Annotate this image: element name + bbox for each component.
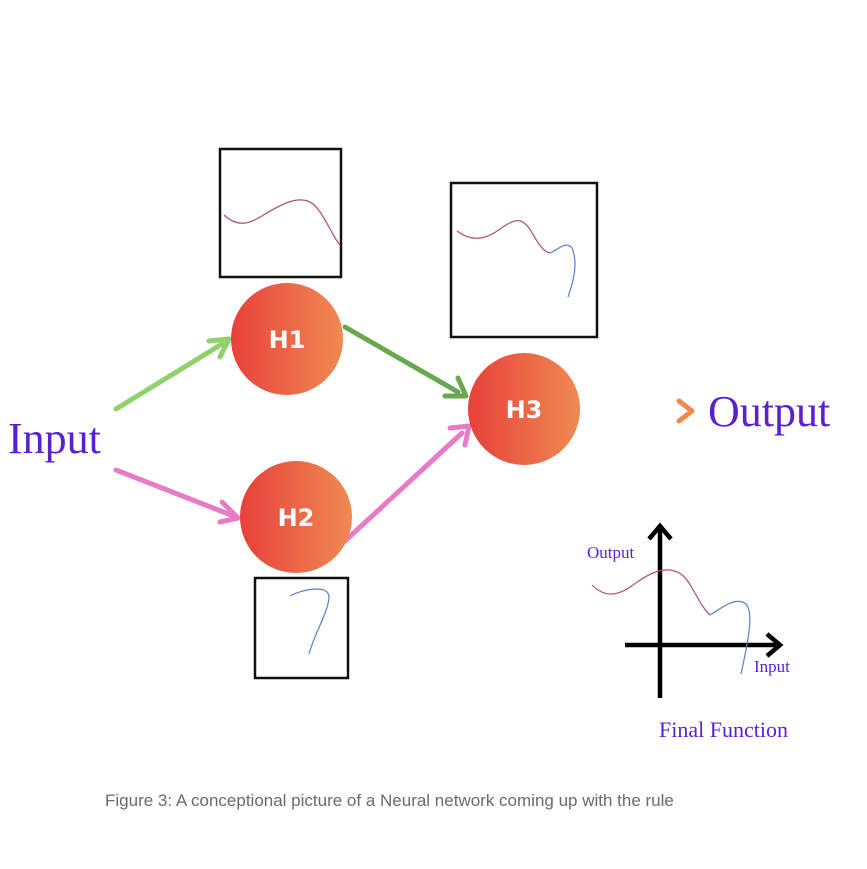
h1-curve — [223, 199, 341, 246]
h3-curve-red — [456, 220, 551, 254]
h3-curve-blue — [549, 244, 576, 298]
arrow-h2-to-h3 — [342, 423, 472, 544]
final-curve-blue — [709, 600, 751, 675]
h2-curve — [289, 588, 330, 655]
h3-function-box — [449, 181, 599, 339]
output-label: Output — [708, 387, 830, 436]
final-y-axis-label: Output — [587, 543, 635, 562]
h1-function-box — [218, 147, 343, 279]
node-h2-label: H2 — [278, 504, 315, 532]
x-axis-arrowhead — [765, 632, 784, 658]
final-function-title: Final Function — [659, 717, 788, 742]
final-curve-red — [591, 569, 711, 616]
node-h1: H1 — [231, 283, 343, 395]
final-function-plot: Output Input Final Function — [587, 522, 790, 742]
arrow-h3-to-output — [575, 398, 695, 424]
arrow-h1-to-h3 — [342, 324, 469, 399]
final-x-axis-label: Input — [754, 657, 790, 676]
h2-function-box — [253, 576, 350, 680]
node-h1-label: H1 — [269, 326, 306, 354]
y-axis-arrowhead — [647, 522, 673, 541]
node-h3-label: H3 — [506, 396, 543, 424]
node-h3: H3 — [468, 353, 580, 465]
figure-caption: Figure 3: A conceptional picture of a Ne… — [105, 791, 674, 810]
node-h2: H2 — [240, 461, 352, 573]
arrow-input-to-h1 — [113, 336, 232, 412]
arrow-input-to-h2 — [113, 467, 241, 525]
input-label: Input — [8, 414, 101, 463]
